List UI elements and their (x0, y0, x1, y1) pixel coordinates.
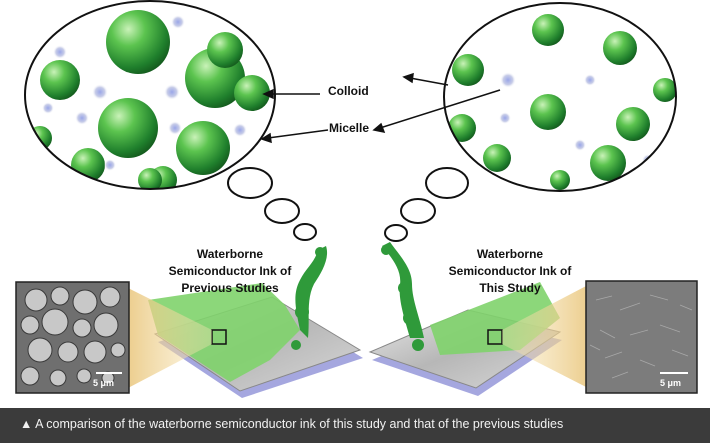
label-arrows (260, 72, 501, 144)
caption-bar: ▲ A comparison of the waterborne semicon… (0, 408, 710, 443)
previous-ink-substrate (148, 246, 363, 398)
this-study-ink-title: Waterborne Semiconductor Ink of This Stu… (435, 246, 585, 297)
this-ink-title-line3: This Study (479, 281, 541, 295)
diagram-svg (15, 0, 698, 398)
thought-trail-right (384, 167, 469, 242)
thought-trail-left (227, 167, 317, 241)
large-colloid-particles (28, 10, 270, 189)
zoom-beam-right (502, 285, 588, 388)
previous-ink-title-line3: Previous Studies (181, 281, 279, 295)
sem-image-previous (15, 281, 130, 394)
zoom-beam-left (128, 288, 212, 388)
scale-label-left: 5 μm (93, 378, 115, 388)
scale-label-right: 5 μm (660, 378, 682, 388)
caption-text: A comparison of the waterborne semicondu… (35, 417, 564, 431)
small-colloid-particles (448, 14, 676, 190)
previous-ink-title-line2: Semiconductor Ink of (168, 264, 292, 278)
this-ink-title-line1: Waterborne (476, 247, 544, 261)
this-study-ink-bubble (443, 2, 677, 192)
sem-image-this-study (585, 280, 698, 394)
previous-ink-bubble (24, 0, 276, 190)
figure-caption: ▲ A comparison of the waterborne semicon… (20, 417, 563, 431)
this-ink-title-line2: Semiconductor Ink of (448, 264, 572, 278)
previous-ink-title: Waterborne Semiconductor Ink of Previous… (155, 246, 305, 297)
previous-ink-title-line1: Waterborne (196, 247, 264, 261)
micelle-label: Micelle (329, 121, 370, 135)
caption-triangle-icon: ▲ (20, 417, 33, 431)
colloid-label: Colloid (328, 84, 369, 98)
micelles-left (42, 15, 247, 174)
